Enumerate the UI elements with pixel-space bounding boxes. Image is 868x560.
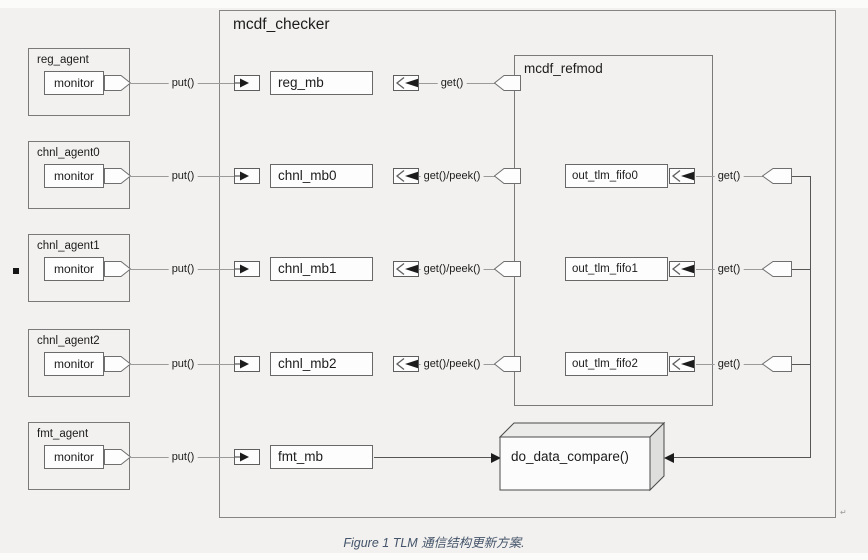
mcdf-checker-box xyxy=(219,10,836,518)
port-pentagon-left-icon xyxy=(762,356,792,372)
monitor-label: monitor xyxy=(53,169,94,183)
agent-label: chnl_agent0 xyxy=(37,147,100,159)
mailbox-label: reg_mb xyxy=(278,75,324,90)
arrowhead-left-icon xyxy=(664,453,674,463)
port-pentagon-left-icon xyxy=(494,168,521,184)
figure-caption: Figure 1 TLM 通信结构更新方案. xyxy=(343,536,525,550)
monitor-box: monitor xyxy=(44,445,104,469)
monitor-box: monitor xyxy=(44,164,104,188)
connector-line xyxy=(374,457,493,458)
mailbox-box: chnl_mb0 xyxy=(270,164,373,188)
port-pentagon-right-icon xyxy=(104,75,131,91)
port-pentagon-left-icon xyxy=(494,75,521,91)
export-out-icon xyxy=(393,75,419,91)
export-out-icon xyxy=(393,261,419,277)
mcdf-refmod-box xyxy=(514,55,713,406)
agent-label: reg_agent xyxy=(37,54,89,66)
get-peek-label: get()/peek() xyxy=(420,358,484,370)
put-label: put() xyxy=(168,77,198,89)
connector-line xyxy=(792,176,810,177)
fifo-label: out_tlm_fifo1 xyxy=(572,263,638,275)
get-peek-label: get()/peek() xyxy=(420,170,484,182)
mailbox-box: chnl_mb1 xyxy=(270,257,373,281)
anchor-square xyxy=(13,268,19,274)
fifo-port-icon xyxy=(669,168,695,184)
connector-line xyxy=(673,457,811,458)
mcdf-checker-title: mcdf_checker xyxy=(233,16,330,33)
mailbox-label: chnl_mb2 xyxy=(278,356,337,371)
mailbox-label: fmt_mb xyxy=(278,449,324,464)
connector-line xyxy=(792,269,810,270)
fifo-label: out_tlm_fifo0 xyxy=(572,170,638,182)
get-peek-label: get()/peek() xyxy=(420,263,484,275)
mailbox-box: reg_mb xyxy=(270,71,373,95)
agent-label: chnl_agent2 xyxy=(37,335,100,347)
mailbox-box: chnl_mb2 xyxy=(270,352,373,376)
fifo-port-icon xyxy=(669,261,695,277)
monitor-label: monitor xyxy=(53,450,94,464)
export-in-icon xyxy=(234,75,260,91)
get-label: get() xyxy=(437,77,467,89)
export-out-icon xyxy=(393,168,419,184)
word-anchor-mark: ↵ xyxy=(840,508,847,517)
export-in-icon xyxy=(234,261,260,277)
put-label: put() xyxy=(168,451,198,463)
export-out-icon xyxy=(393,356,419,372)
arrowhead-right-icon xyxy=(491,453,501,463)
agent-label: fmt_agent xyxy=(37,428,89,440)
monitor-box: monitor xyxy=(44,352,104,376)
monitor-box: monitor xyxy=(44,257,104,281)
export-in-icon xyxy=(234,356,260,372)
port-pentagon-right-icon xyxy=(104,449,131,465)
fifo-box: out_tlm_fifo0 xyxy=(565,164,668,188)
port-pentagon-left-icon xyxy=(494,356,521,372)
port-pentagon-left-icon xyxy=(762,261,792,277)
fifo-port-icon xyxy=(669,356,695,372)
compare-3d-box xyxy=(498,421,666,492)
monitor-box: monitor xyxy=(44,71,104,95)
port-pentagon-right-icon xyxy=(104,261,131,277)
mailbox-label: chnl_mb0 xyxy=(278,168,337,183)
page-margin-bottom xyxy=(0,553,868,560)
fifo-get-label: get() xyxy=(714,170,744,182)
put-label: put() xyxy=(168,263,198,275)
monitor-label: monitor xyxy=(53,76,94,90)
connector-line xyxy=(810,176,811,458)
fifo-label: out_tlm_fifo2 xyxy=(572,358,638,370)
export-in-icon xyxy=(234,168,260,184)
fifo-box: out_tlm_fifo1 xyxy=(565,257,668,281)
put-label: put() xyxy=(168,358,198,370)
port-pentagon-right-icon xyxy=(104,356,131,372)
monitor-label: monitor xyxy=(53,357,94,371)
agent-label: chnl_agent1 xyxy=(37,240,100,252)
mailbox-box: fmt_mb xyxy=(270,445,373,469)
mcdf-refmod-title: mcdf_refmod xyxy=(524,61,603,76)
fifo-get-label: get() xyxy=(714,263,744,275)
fifo-box: out_tlm_fifo2 xyxy=(565,352,668,376)
page-margin-top xyxy=(0,0,868,8)
port-pentagon-left-icon xyxy=(494,261,521,277)
put-label: put() xyxy=(168,170,198,182)
compare-label: do_data_compare() xyxy=(511,449,629,464)
port-pentagon-right-icon xyxy=(104,168,131,184)
mailbox-label: chnl_mb1 xyxy=(278,261,337,276)
monitor-label: monitor xyxy=(53,262,94,276)
port-pentagon-left-icon xyxy=(762,168,792,184)
connector-line xyxy=(792,364,810,365)
export-in-icon xyxy=(234,449,260,465)
fifo-get-label: get() xyxy=(714,358,744,370)
